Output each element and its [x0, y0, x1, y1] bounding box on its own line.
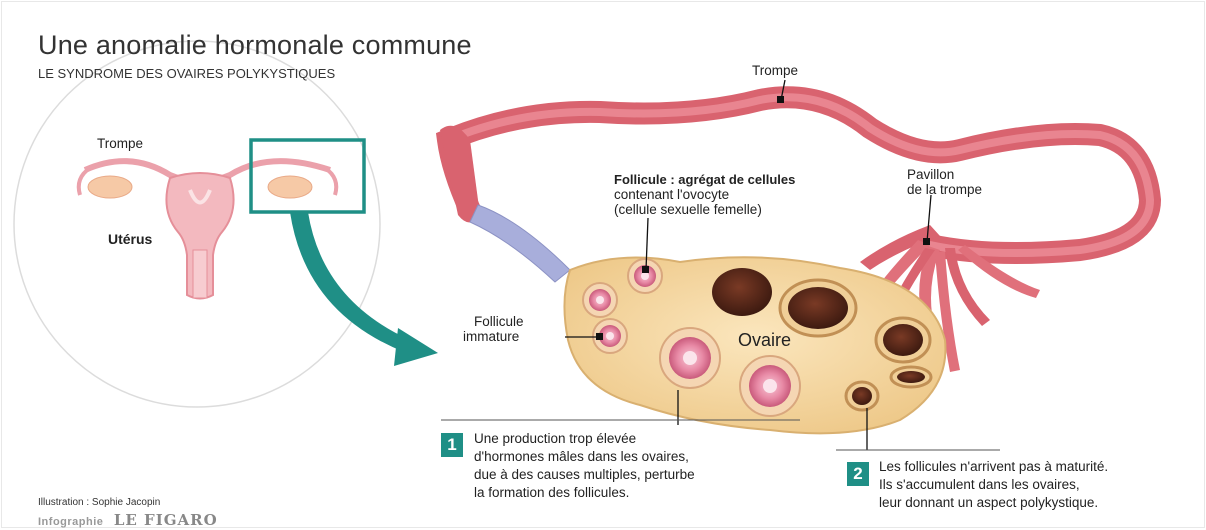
immature-label-line1: Follicule [474, 314, 524, 329]
infographie-credit: Infographie LE FIGARO [38, 511, 218, 530]
inset-trompe-label: Trompe [97, 136, 143, 151]
note-2-line: leur donnant un aspect polykystique. [879, 494, 1108, 512]
note-1-badge: 1 [441, 433, 463, 457]
note-1-line: la formation des follicules. [474, 484, 695, 502]
note-2-badge: 2 [847, 462, 869, 486]
page-title: Une anomalie hormonale commune [38, 30, 472, 61]
page-subtitle: LE SYNDROME DES OVAIRES POLYKYSTIQUES [38, 66, 335, 81]
follicule-label-line3: (cellule sexuelle femelle) [614, 202, 762, 217]
note-1-text: Une production trop élevée d'hormones mâ… [474, 430, 695, 502]
note-1-line: Une production trop élevée [474, 430, 695, 448]
pavillon-label-line1: Pavillon [907, 167, 954, 182]
trompe-label: Trompe [752, 63, 798, 78]
ovaire-label: Ovaire [738, 330, 791, 351]
follicule-label-line2: contenant l'ovocyte [614, 187, 729, 202]
illustration-credit: Illustration : Sophie Jacopin [38, 497, 160, 508]
note-1-line: d'hormones mâles dans les ovaires, [474, 448, 695, 466]
cyst [712, 268, 772, 316]
immature-label-line2: immature [463, 329, 519, 344]
inset-uterus-label: Utérus [108, 232, 152, 247]
zoom-arrow-head [394, 328, 438, 366]
le-figaro-logo: LE FIGARO [114, 511, 218, 529]
pavillon-label-line2: de la trompe [907, 182, 982, 197]
note-2-line: Ils s'accumulent dans les ovaires, [879, 476, 1108, 494]
follicule-label-line1: Follicule : agrégat de cellules [614, 172, 795, 187]
note-2-line: Les follicules n'arrivent pas à maturité… [879, 458, 1108, 476]
note-1-line: due à des causes multiples, perturbe [474, 466, 695, 484]
infographie-label: Infographie [38, 516, 103, 528]
note-2-text: Les follicules n'arrivent pas à maturité… [879, 458, 1108, 512]
